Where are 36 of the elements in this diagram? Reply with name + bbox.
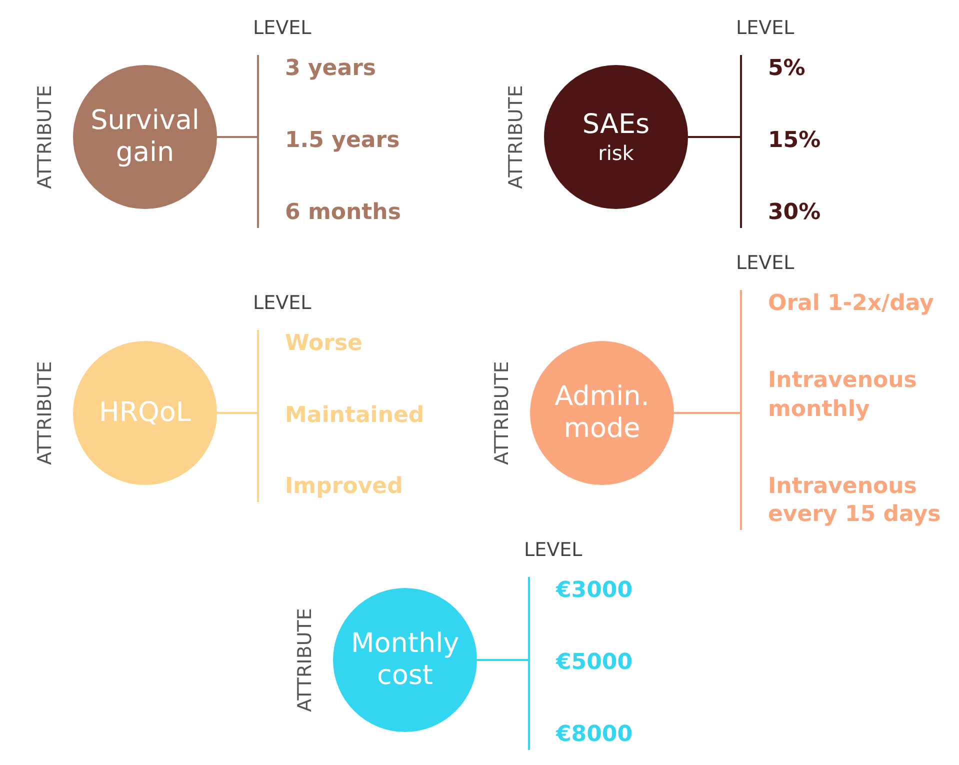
attribute-name: SAEs: [581, 108, 651, 142]
connector-line: [688, 136, 740, 138]
axis-label: ATTRIBUTE: [294, 608, 316, 712]
level-value: Oral 1-2x/day: [767, 290, 935, 318]
axis-label: ATTRIBUTE: [490, 361, 513, 465]
level-value: 6 months: [284, 199, 402, 228]
level-value: €8000: [554, 721, 634, 750]
level-value: 1.5 years: [284, 127, 401, 156]
level-value: 15%: [767, 127, 822, 156]
level-value: Improved: [284, 473, 404, 502]
level-value: 3 years: [284, 55, 378, 83]
attribute-name: HRQoL: [98, 396, 192, 430]
connector-line: [477, 659, 528, 661]
level-value: €3000: [554, 577, 634, 605]
level-value: 5%: [767, 55, 806, 83]
level-heading: LEVEL: [736, 252, 794, 274]
level-heading: LEVEL: [736, 17, 794, 39]
level-value: Intravenous monthly: [767, 367, 918, 424]
level-heading: LEVEL: [524, 539, 582, 561]
level-value: Worse: [284, 330, 364, 358]
attribute-name: Monthly cost: [350, 628, 460, 692]
connector-line: [674, 412, 740, 414]
axis-label: ATTRIBUTE: [504, 85, 527, 189]
level-value: Maintained: [284, 402, 426, 430]
axis-label: ATTRIBUTE: [34, 85, 56, 189]
connector-line: [217, 136, 257, 138]
level-value: 30%: [767, 199, 822, 228]
level-heading: LEVEL: [253, 17, 312, 39]
attribute-name: Admin. mode: [554, 380, 650, 446]
level-value: €5000: [554, 649, 634, 678]
level-value: Intravenous every 15 days: [767, 472, 942, 530]
level-heading: LEVEL: [253, 292, 312, 314]
axis-label: ATTRIBUTE: [34, 361, 56, 465]
attribute-subtitle: risk: [598, 141, 634, 166]
attribute-name: Survival gain: [90, 104, 200, 170]
connector-line: [217, 412, 257, 414]
